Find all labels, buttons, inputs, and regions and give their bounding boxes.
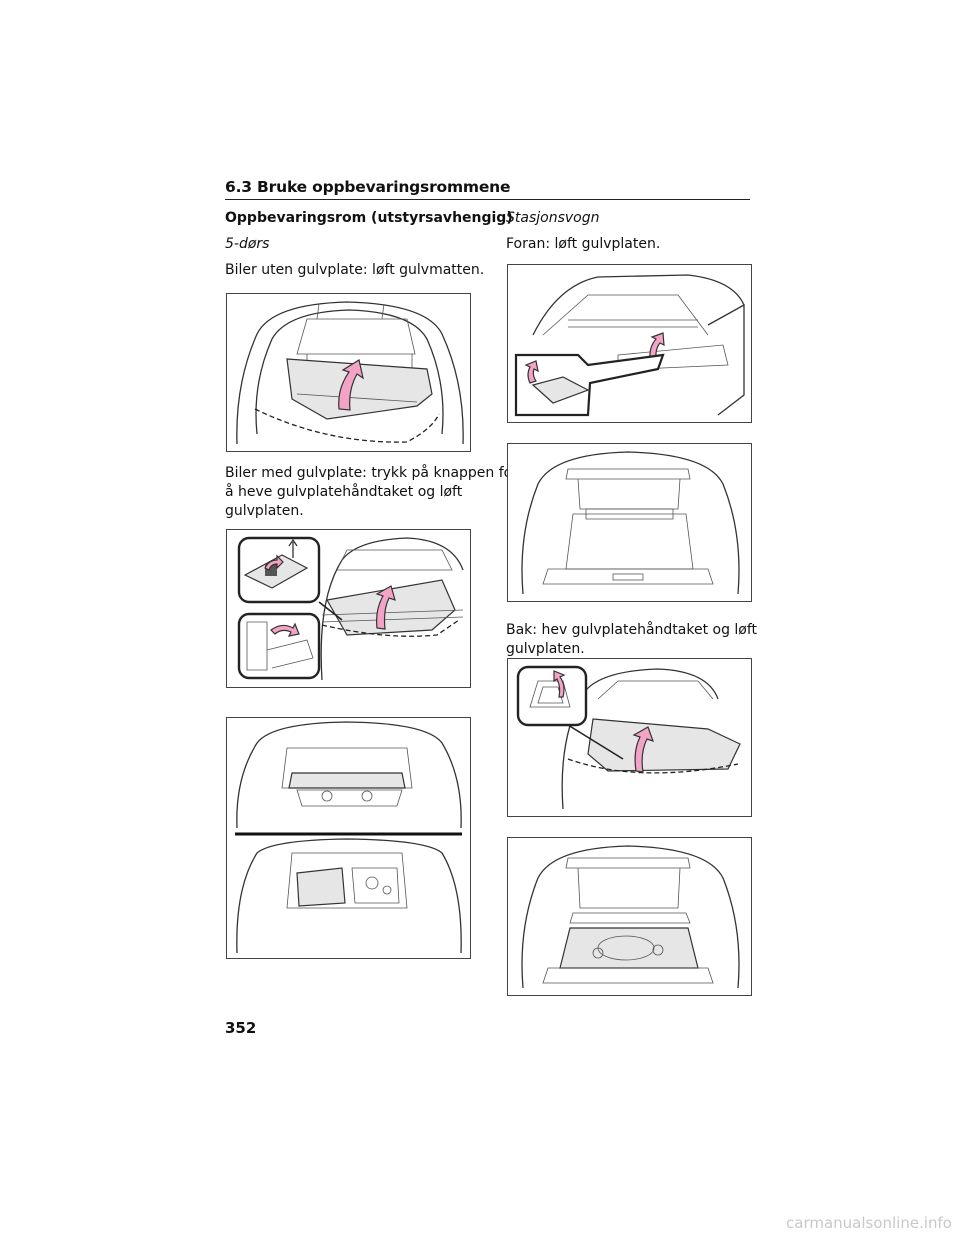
- variant-5door: 5-dørs: [225, 236, 270, 252]
- page-number: 352: [225, 1019, 257, 1037]
- instruction-front: Foran: løft gulvplaten.: [506, 236, 661, 252]
- fig-wagon-rear-lift: [507, 658, 752, 817]
- instruction-with-floorboard: Biler med gulvplate: trykk på knappen fo…: [225, 464, 518, 521]
- fig-hatch-storage-open: [226, 717, 471, 959]
- lift-arrow-icon: [649, 332, 665, 361]
- car-trunk-icon: [236, 301, 464, 445]
- fig-wagon-trunk-view: [507, 443, 752, 602]
- text-line: gulvplaten.: [506, 641, 585, 657]
- fig-wagon-storage-open: [507, 837, 752, 996]
- text-line: Bak: hev gulvplatehåndtaket og løft: [506, 622, 758, 638]
- instruction-rear: Bak: hev gulvplatehåndtaket og løft gulv…: [506, 621, 757, 659]
- watermark-footer: carmanualsonline.info: [786, 1214, 952, 1232]
- fig-hatch-lift-mat: [226, 293, 471, 452]
- lift-arrow-icon: [632, 726, 654, 773]
- section-header: 6.3 Bruke oppbevaringsrommene: [225, 178, 750, 200]
- storage-heading: Oppbevaringsrom (utstyrsavhengig): [225, 210, 513, 226]
- lift-arrow-icon: [338, 359, 364, 411]
- variant-wagon: Stasjonsvogn: [506, 210, 600, 226]
- car-trunk-icon: [235, 721, 462, 954]
- fig-hatch-button-board: [226, 529, 471, 688]
- handle-inset-icon: [516, 665, 588, 727]
- car-trunk-icon: [521, 845, 740, 989]
- fig-wagon-front-lift: [507, 264, 752, 423]
- car-trunk-icon: [521, 451, 740, 595]
- instruction-no-floorboard: Biler uten gulvplate: løft gulvmatten.: [225, 262, 485, 278]
- text-line: Biler med gulvplate: trykk på knappen fo…: [225, 465, 518, 481]
- text-line: å heve gulvplatehåndtaket og løft: [225, 484, 463, 500]
- lift-arrow-icon: [375, 585, 396, 630]
- text-line: gulvplaten.: [225, 503, 304, 519]
- handle-inset-icon: [237, 612, 321, 680]
